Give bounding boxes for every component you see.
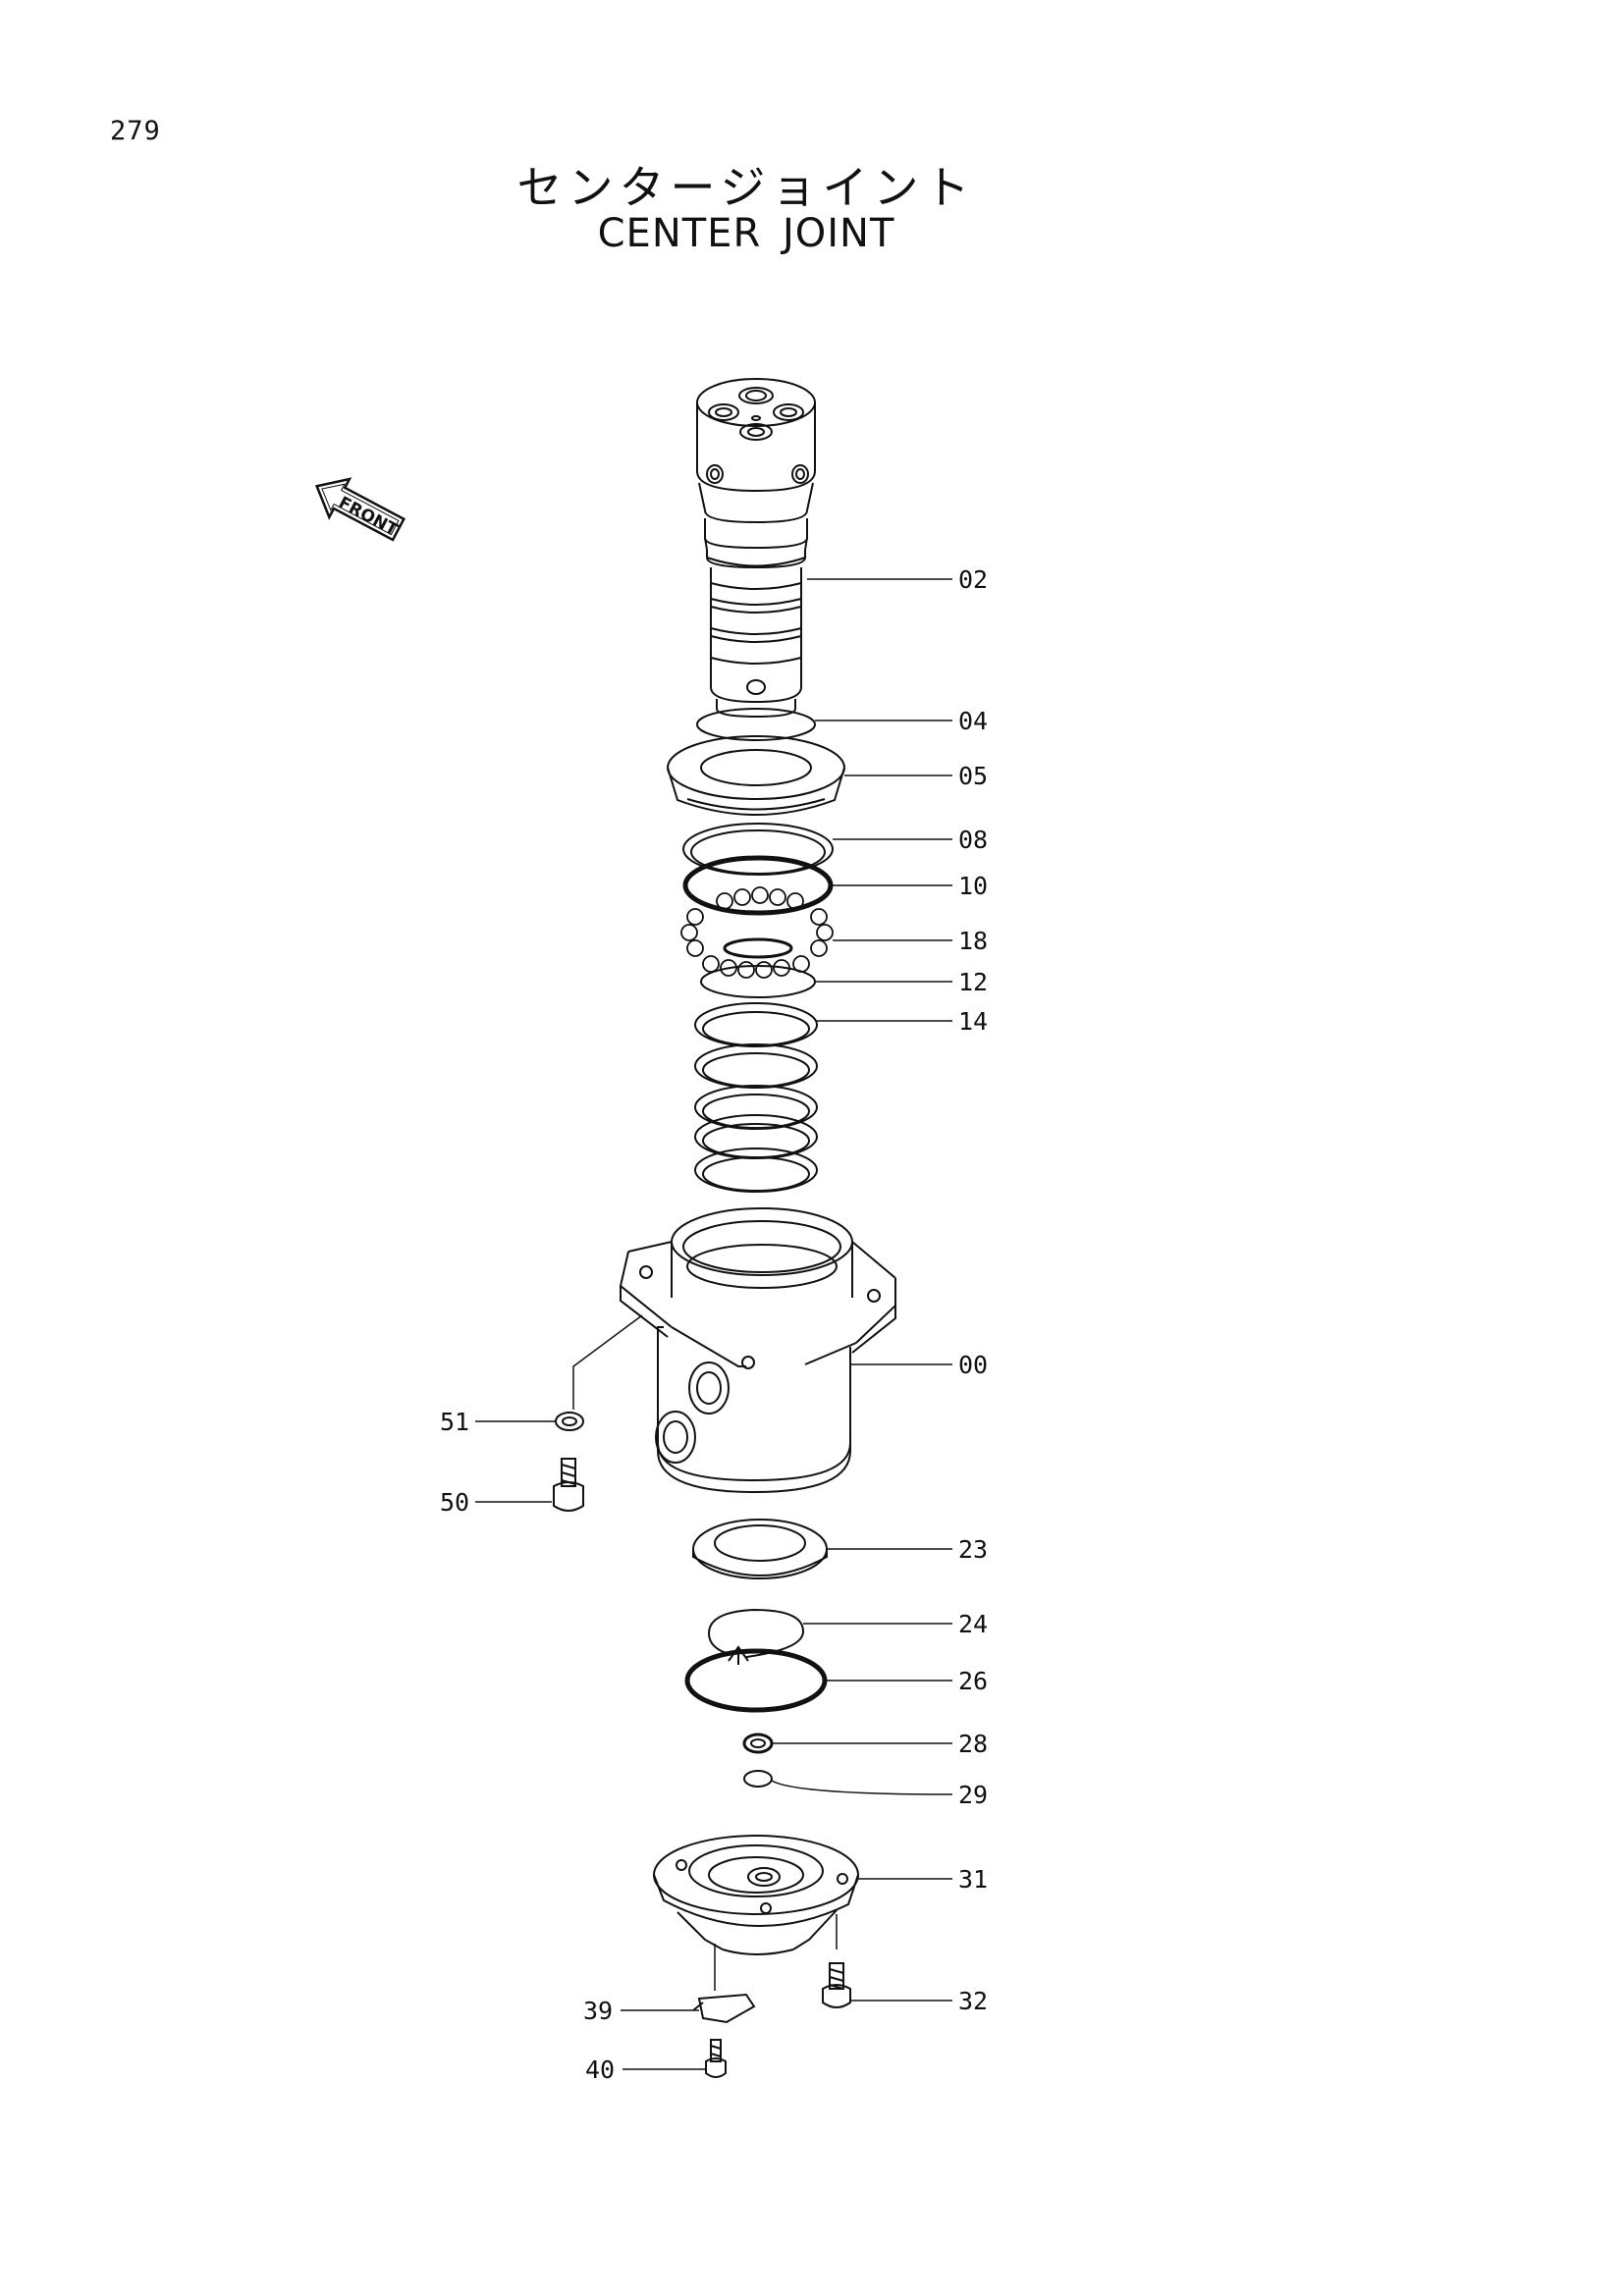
callout-02: 02: [958, 565, 988, 594]
part-ring-23: [692, 1519, 952, 1579]
callout-05: 05: [958, 762, 988, 790]
callout-18: 18: [958, 927, 988, 955]
callout-39: 39: [583, 1997, 613, 2025]
part-bracket-39: [621, 1993, 756, 2024]
callout-28: 28: [958, 1730, 988, 1758]
part-o-ring-29: [743, 1770, 953, 1795]
callout-40: 40: [585, 2056, 615, 2084]
callout-04: 04: [958, 707, 988, 735]
part-spindle: [696, 378, 952, 719]
part-seal-stack: [694, 1002, 952, 1193]
callout-51: 51: [440, 1408, 469, 1436]
callout-26: 26: [958, 1667, 988, 1695]
part-o-ring-26: [684, 1648, 952, 1713]
callout-00: 00: [958, 1351, 988, 1379]
part-ring-12: [700, 965, 952, 998]
callout-labels: 02 04 05 08 10 18 12 14 00 51 50 23 24 2…: [440, 565, 988, 2084]
callout-32: 32: [958, 1987, 988, 2015]
part-o-ring-10: [682, 855, 952, 916]
part-joint-body: [572, 1207, 952, 1494]
part-screw-40: [623, 2039, 727, 2078]
part-ring-08: [682, 823, 952, 876]
callout-31: 31: [958, 1865, 988, 1894]
callout-23: 23: [958, 1535, 988, 1564]
callout-12: 12: [958, 968, 988, 996]
part-snap-ring-24: [707, 1608, 952, 1665]
part-cover: [653, 1835, 952, 1991]
callout-10: 10: [958, 872, 988, 900]
part-washer-51: [475, 1412, 584, 1431]
callout-14: 14: [958, 1007, 988, 1036]
part-seal-28: [742, 1733, 952, 1754]
callout-08: 08: [958, 826, 988, 854]
callout-24: 24: [958, 1610, 988, 1638]
part-bolt-32: [822, 1962, 952, 2008]
part-o-ring-upper: [696, 708, 952, 741]
callout-29: 29: [958, 1781, 988, 1809]
callout-50: 50: [440, 1488, 469, 1517]
page-number: 279: [110, 116, 161, 146]
part-thrust-plate: [667, 735, 952, 816]
part-bolt-50: [475, 1458, 584, 1512]
front-arrow-icon: FRONT: [314, 477, 406, 542]
page-title-english: CENTER JOINT: [597, 211, 895, 256]
page-title-japanese: センタージョイント: [516, 161, 976, 214]
